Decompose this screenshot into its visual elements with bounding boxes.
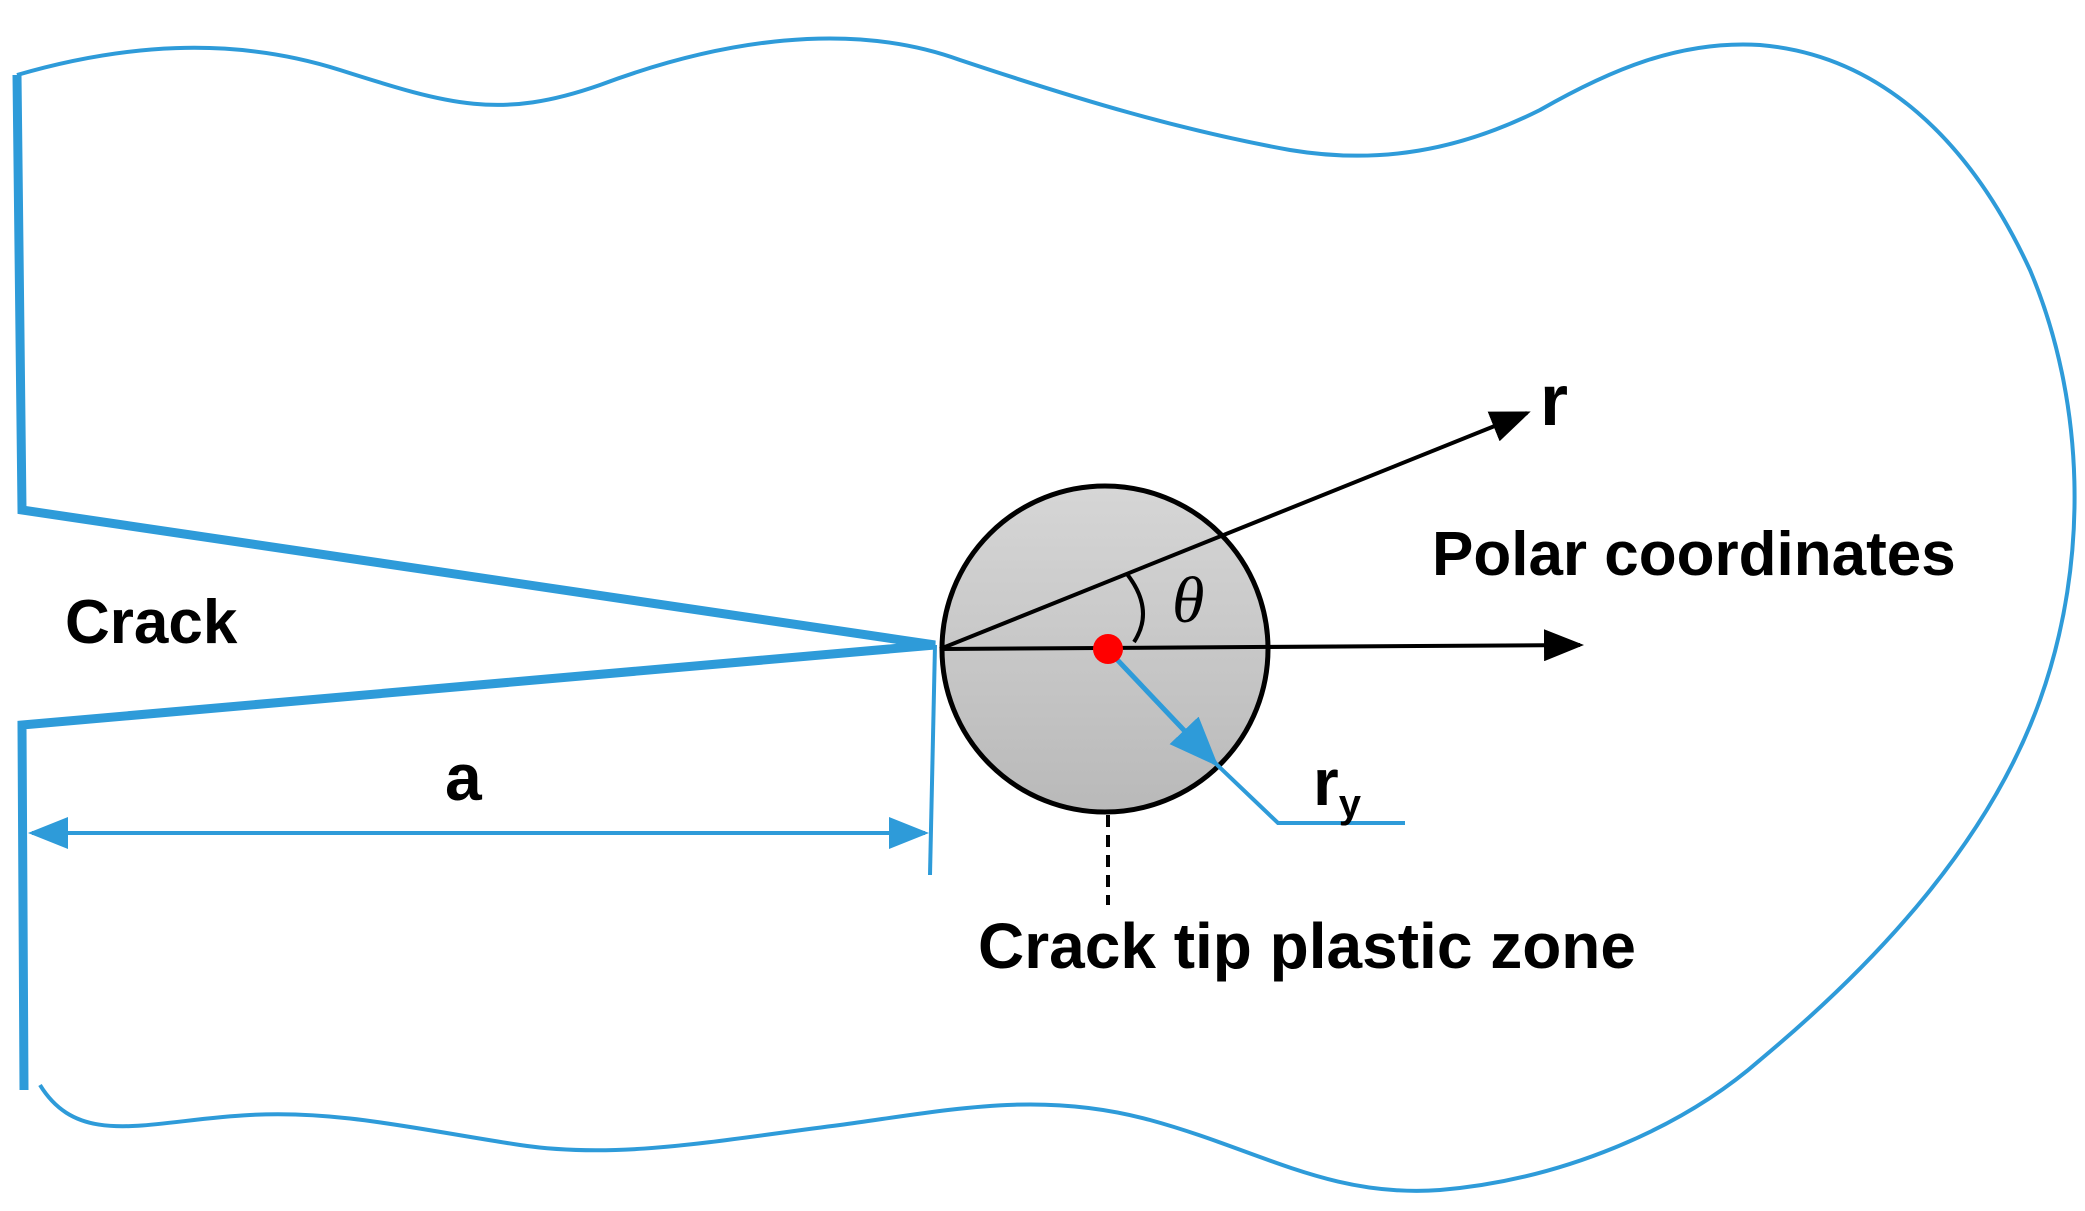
plastic-zone-radius-label: ry (1313, 745, 1362, 826)
plastic-zone-radius-main: r (1313, 745, 1339, 819)
angle-label: θ (1172, 564, 1204, 637)
crack-edge (12, 74, 936, 1091)
crack-tip-reference-line (928, 644, 937, 876)
radial-axis-arrow (939, 411, 1531, 651)
radial-axis-label: r (1540, 361, 1568, 441)
polar-coordinates-label: Polar coordinates (1432, 520, 1956, 589)
plastic-zone-radius-subscript: y (1339, 782, 1362, 826)
plastic-zone-radius-arrow (1106, 648, 1219, 767)
plastic-zone-radius-leader (1210, 758, 1405, 825)
horizontal-axis-arrow (939, 629, 1584, 662)
crack-tip-point (1093, 634, 1123, 664)
specimen-outline (16, 36, 2077, 1193)
crack-length-label: a (445, 740, 483, 814)
crack-label: Crack (65, 588, 238, 657)
angle-arc (1125, 572, 1145, 644)
plastic-zone-label: Crack tip plastic zone (978, 910, 1636, 982)
